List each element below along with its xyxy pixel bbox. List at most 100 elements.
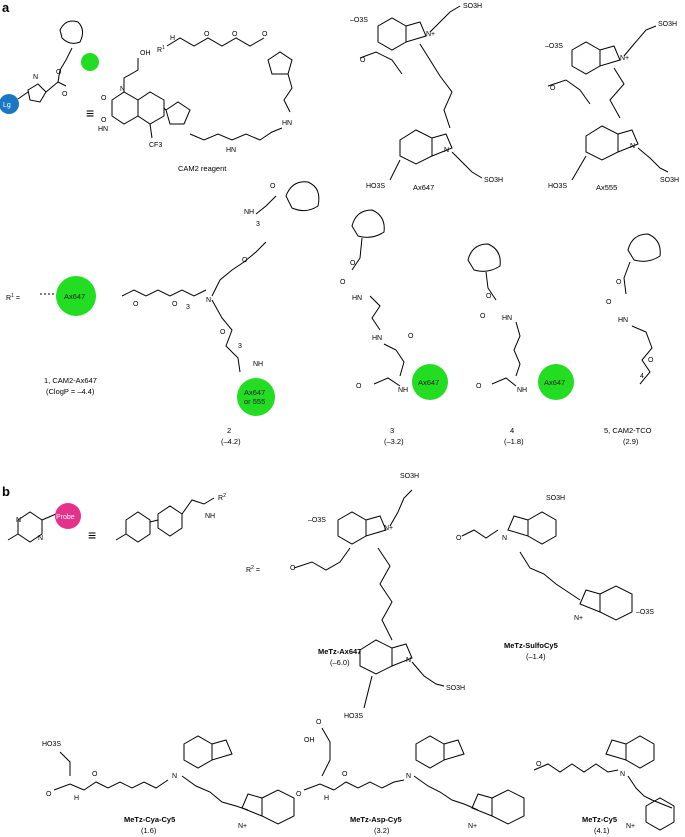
- atom-nplus-mtz: N+: [384, 525, 393, 532]
- atom-so3m-sulfo: –O3S: [636, 609, 654, 616]
- atom-hn-c3: HN: [352, 295, 362, 302]
- atom-so3h-mtz-bottom: SO3H: [446, 685, 465, 692]
- atom-o-mtz: O: [290, 565, 296, 572]
- equiv-sign-b: ≡: [88, 527, 96, 543]
- tco-ring-c3: [351, 209, 385, 238]
- polymethine-cy5: [627, 775, 673, 809]
- metz-sulfocy5-clogp: (–1.4): [526, 652, 546, 661]
- indole-bottom-cy5: [645, 797, 675, 831]
- polymethine-metz-ax647: [377, 547, 393, 641]
- atom-o-c3b: O: [340, 279, 346, 286]
- atom-so3h-ax647-bottom: SO3H: [484, 177, 503, 184]
- sub3-c2b: 3: [256, 221, 260, 228]
- metz-cya-cy5-structure: HO3S O H O N N+: [42, 735, 295, 830]
- compound-3-name: 3: [390, 426, 394, 435]
- atom-n-legend: N: [33, 74, 38, 81]
- atom-o-c4c: O: [476, 383, 482, 390]
- atom-o-asp-top: O: [316, 719, 322, 726]
- atom-o-c2a: O: [133, 301, 139, 308]
- atom-o-c4b: O: [480, 313, 486, 320]
- ax647-structure: –O3S N+ SO3H O N SO3H HO3S: [350, 3, 503, 190]
- compound-1-clogp: (ClogP = –4.4): [46, 387, 95, 396]
- atom-o2-legend: O: [62, 91, 68, 98]
- lg-ball: [0, 94, 19, 114]
- sub4-c5: 4: [640, 373, 644, 380]
- ax647-label: Ax647: [413, 183, 434, 192]
- atom-nh-c3: NH: [398, 387, 408, 394]
- polymethine-sulfocy5: [519, 551, 581, 601]
- pyrrole-ring: [165, 101, 191, 125]
- imidazole-cam2: [267, 51, 293, 75]
- compound-2: O O 3 N O 3 NH O O 3 NH Ax647 or 555: [121, 181, 320, 416]
- atom-hoso3-mtz: HO3S: [344, 713, 363, 720]
- atom-so3-ax647-top: –O3S: [350, 17, 368, 24]
- metz-cya-cy5-name: MeTz-Cya-Cy5: [124, 815, 175, 824]
- atom-n-cya: N: [172, 773, 177, 780]
- indole-top-sulfocy5: [527, 511, 557, 545]
- indole-bottom-sulfocy5: [599, 585, 633, 621]
- atom-nh-b: NH: [205, 513, 215, 520]
- benzene-ring-b: [157, 505, 183, 537]
- atom-n-pt: N: [120, 86, 125, 93]
- ax647-ball-3: [412, 364, 448, 400]
- atom-o-c5a: O: [616, 279, 622, 286]
- atom-nh-c2: NH: [244, 209, 254, 216]
- sub3-c2a: 3: [186, 304, 190, 311]
- probe-legend: N N Probe: [7, 503, 81, 543]
- compound-3: O O HN HN O O NH Ax647: [340, 209, 448, 400]
- atom-so3h-ax647-top: SO3H: [463, 3, 482, 10]
- succinamide: [189, 133, 261, 141]
- r2-atom: R2: [218, 493, 226, 502]
- indole-bottom-cya: [261, 789, 295, 825]
- atom-so3-ax555-top: –O3S: [545, 43, 563, 50]
- compound-5: O O HN O 4: [606, 233, 661, 385]
- atom-o-peg2: O: [232, 31, 238, 38]
- atom-o-ax555: O: [550, 85, 556, 92]
- ax647-or-555-ball: [237, 378, 275, 416]
- metz-cya-cy5-clogp: (1.6): [141, 826, 157, 835]
- atom-o-pt1: O: [101, 95, 107, 102]
- probe-ball: [55, 503, 81, 529]
- atom-so3h-mtz-top: SO3H: [400, 473, 419, 480]
- atom-hoso3-ax555: HO3S: [548, 183, 567, 190]
- atom-o-c4a: O: [486, 293, 492, 300]
- ax647-ball-4: [538, 364, 574, 400]
- metz-sulfocy5-name: MeTz-SulfoCy5: [504, 641, 558, 650]
- ax647-ball-3-label: Ax647: [418, 378, 439, 387]
- indole-bottom-asp: [491, 789, 525, 825]
- compound-2-peg: [121, 289, 207, 297]
- indole-top-metz-ax647: [337, 511, 367, 545]
- polymethine-ax555: [609, 67, 625, 119]
- atom-hn-c5: HN: [618, 317, 628, 324]
- compound-5-name: 5, CAM2-TCO: [604, 426, 652, 435]
- panel-b-letter: b: [2, 484, 10, 499]
- tetrazine-ring-b: [125, 511, 151, 543]
- tco-ring: [59, 20, 84, 44]
- ball-ax647-or-555-line2: or 555: [244, 397, 265, 406]
- metz-asp-cy5-name: MeTz-Asp-Cy5: [350, 815, 402, 824]
- atom-o-sulfo: O: [456, 535, 462, 542]
- atom-o-c2e: O: [220, 329, 226, 336]
- ax647-ball-1: [56, 276, 96, 316]
- metz-ax647-structure: –O3S N+ SO3H O N SO3H HO3S: [290, 473, 465, 720]
- cam2-reagent-label: CAM2 reagent: [178, 164, 227, 173]
- atom-so3h-ax555-bottom: SO3H: [660, 177, 679, 184]
- lg-label: Lg: [3, 102, 11, 109]
- atom-n-asp: N: [406, 773, 411, 780]
- imidazole-ring: [27, 83, 47, 103]
- r1-atom: R1: [157, 45, 165, 54]
- legend-reagent-schematic: Lg O O N: [0, 20, 99, 114]
- atom-nh-c4: NH: [517, 387, 527, 394]
- atom-o-c2c: O: [242, 257, 248, 264]
- atom-oh-asp: OH: [304, 737, 315, 744]
- atom-o-c2b: O: [172, 301, 178, 308]
- atom-nplus-sulfo: N+: [574, 615, 583, 622]
- green-ball-legend: [81, 53, 99, 71]
- metz-cy5-structure: O N N+: [533, 735, 675, 831]
- atom-o-pt2: O: [101, 117, 107, 124]
- compound-4-name: 4: [510, 426, 514, 435]
- atom-n-cy5: N: [620, 771, 625, 778]
- metz-asp-cy5-structure: O OH O H O N N+: [296, 719, 525, 830]
- tco-ring-c5: [627, 233, 661, 262]
- atom-nh-cam2: H: [170, 35, 175, 42]
